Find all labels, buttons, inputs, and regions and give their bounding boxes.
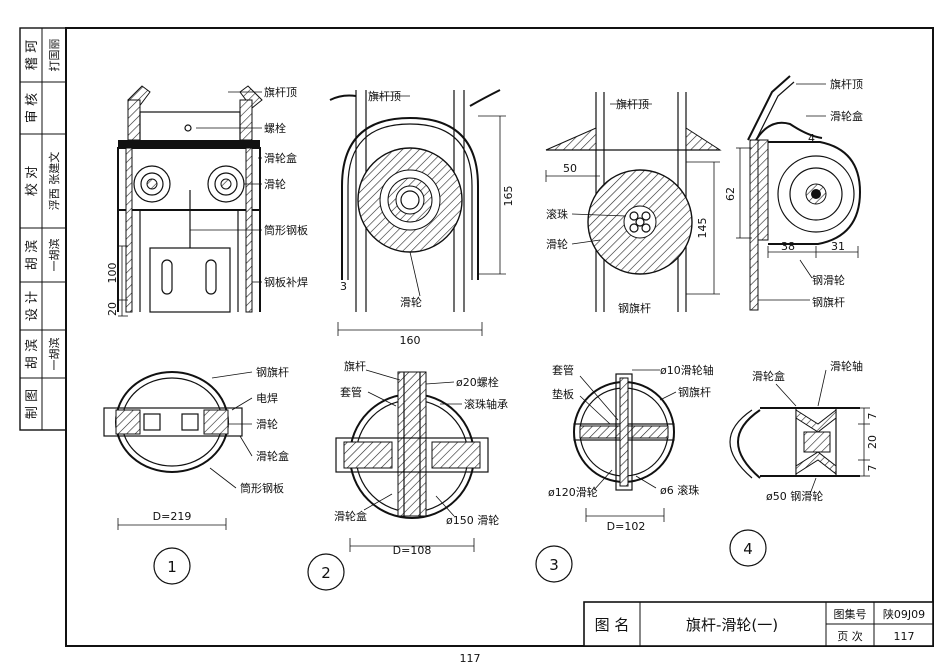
s4-dim20: 20 bbox=[866, 435, 879, 449]
side-panel: 稽 珂 打国丽 审 核 校 对 浮西 张建文 胡 滨 一胡滨 设 计 胡 滨 一… bbox=[19, 27, 67, 431]
detail-1-elevation: 100 20 旗杆顶 螺栓 滑轮盒 滑轮 筒形钢板 钢板补焊 bbox=[106, 85, 308, 317]
footer-page-number: 117 bbox=[460, 652, 481, 665]
detail-2-elevation: 165 160 3 旗杆顶 滑轮 bbox=[329, 89, 515, 347]
d4-steel-pulley-label: 钢滑轮 bbox=[812, 273, 845, 287]
d3-ball-label: 滚珠 bbox=[546, 207, 568, 221]
d1-bolt-label: 螺栓 bbox=[264, 121, 286, 135]
side-label-3: 胡 滨 bbox=[24, 240, 40, 270]
s2-sleeve-label: 套管 bbox=[340, 385, 362, 399]
s3-axle-label: ø10滑轮轴 bbox=[660, 363, 714, 377]
s4-dim7a: 7 bbox=[866, 413, 879, 420]
d1-box-label: 滑轮盒 bbox=[264, 151, 297, 165]
s2-pulley-label: ø150 滑轮 bbox=[446, 513, 499, 527]
d4-dim4: 4 bbox=[808, 132, 815, 145]
side-label-2: 校 对 bbox=[24, 166, 40, 196]
s1-box-label: 滑轮盒 bbox=[256, 449, 289, 463]
d3-pulley-label: 滑轮 bbox=[546, 237, 568, 251]
s2-number: 2 bbox=[321, 564, 331, 582]
side-label-6: 制 图 bbox=[25, 389, 40, 419]
d4-top-label: 旗杆顶 bbox=[830, 77, 863, 91]
s3-pole-label: 钢旗杆 bbox=[678, 385, 711, 399]
page-value: 117 bbox=[894, 630, 915, 643]
side-label-5: 胡 滨 bbox=[24, 339, 40, 369]
s2-bearing-label: 滚珠轴承 bbox=[464, 397, 508, 411]
s4-axle-label: 滑轮轴 bbox=[830, 359, 863, 373]
d1-dim20: 20 bbox=[106, 302, 119, 316]
side-label-1: 审 核 bbox=[25, 93, 40, 123]
detail-3-elevation: 50 145 旗杆顶 滚珠 滑轮 钢旗杆 bbox=[545, 92, 722, 315]
d2-dim3: 3 bbox=[340, 280, 347, 293]
s2-box-label: 滑轮盒 bbox=[334, 509, 367, 523]
atlas-label: 图集号 bbox=[834, 607, 867, 621]
s3-number: 3 bbox=[549, 556, 559, 574]
page-label: 页 次 bbox=[837, 629, 863, 643]
section-4: 7 20 7 滑轮盒 滑轮轴 ø50 钢滑轮 4 bbox=[729, 359, 879, 567]
s1-weld-label: 电焊 bbox=[256, 391, 278, 405]
side-label-4: 设 计 bbox=[25, 291, 40, 321]
section-2: D=108 旗杆 套管 ø20螺栓 滚珠轴承 滑轮盒 ø150 滑轮 2 bbox=[307, 359, 508, 591]
s2-pole-label: 旗杆 bbox=[344, 359, 366, 373]
s2-bolt-label: ø20螺栓 bbox=[456, 375, 499, 389]
s1-dim: D=219 bbox=[153, 510, 192, 523]
d3-pole-label: 钢旗杆 bbox=[618, 301, 651, 315]
s3-pad-label: 垫板 bbox=[552, 387, 574, 401]
s4-box-label: 滑轮盒 bbox=[752, 369, 785, 383]
s3-dim: D=102 bbox=[607, 520, 646, 533]
d1-weld-label: 钢板补焊 bbox=[264, 275, 308, 289]
d4-dim38: 38 bbox=[781, 240, 795, 253]
s3-ball-label: ø6 滚珠 bbox=[660, 483, 699, 497]
s4-number: 4 bbox=[743, 540, 753, 558]
d2-top-label: 旗杆顶 bbox=[368, 89, 401, 103]
d1-pulley-label: 滑轮 bbox=[264, 177, 286, 191]
side-label-0: 稽 珂 bbox=[25, 40, 40, 70]
detail-4-elevation: 62 38 31 4 旗杆顶 滑轮盒 钢滑轮 钢旗杆 bbox=[724, 75, 863, 311]
title-name: 旗杆-滑轮(一) bbox=[686, 616, 778, 634]
d3-dim145: 145 bbox=[696, 218, 709, 239]
s1-tube-label: 筒形钢板 bbox=[240, 481, 284, 495]
d2-pulley-label: 滑轮 bbox=[400, 295, 422, 309]
d4-box-label: 滑轮盒 bbox=[830, 109, 863, 123]
side-sign-0: 打国丽 bbox=[47, 39, 61, 72]
d1-tube-label: 筒形钢板 bbox=[264, 223, 308, 237]
section-1: D=219 钢旗杆 电焊 滑轮 滑轮盒 筒形钢板 1 bbox=[103, 365, 289, 585]
d1-dim100: 100 bbox=[106, 263, 119, 284]
s1-pulley-label: 滑轮 bbox=[256, 417, 278, 431]
d2-dim160: 160 bbox=[400, 334, 421, 347]
title-block: 图 名 旗杆-滑轮(一) 图集号 陕09J09 页 次 117 bbox=[583, 601, 934, 647]
drawing-frame bbox=[65, 27, 934, 647]
section-3: D=102 套管 垫板 ø10滑轮轴 钢旗杆 ø120滑轮 ø6 滚珠 3 bbox=[535, 363, 714, 583]
d4-pole-label: 钢旗杆 bbox=[812, 295, 845, 309]
d3-dim50: 50 bbox=[563, 162, 577, 175]
side-sign-5: 一胡滨 bbox=[47, 338, 61, 371]
d2-dim165: 165 bbox=[502, 186, 515, 207]
s1-number: 1 bbox=[167, 558, 177, 576]
d4-dim62: 62 bbox=[724, 187, 737, 201]
d3-top-label: 旗杆顶 bbox=[616, 97, 649, 111]
s3-pulley-label: ø120滑轮 bbox=[548, 485, 598, 499]
s1-pole-label: 钢旗杆 bbox=[256, 365, 289, 379]
d1-top-label: 旗杆顶 bbox=[264, 85, 297, 99]
d4-dim31: 31 bbox=[831, 240, 845, 253]
s3-sleeve-label: 套管 bbox=[552, 363, 574, 377]
s2-dim: D=108 bbox=[393, 544, 432, 557]
side-sign-2: 浮西 张建文 bbox=[47, 152, 61, 211]
s4-pulley-label: ø50 钢滑轮 bbox=[766, 489, 823, 503]
s4-dim7b: 7 bbox=[866, 465, 879, 472]
title-name-label: 图 名 bbox=[595, 616, 630, 634]
side-sign-3: 一胡滨 bbox=[47, 239, 61, 272]
atlas-value: 陕09J09 bbox=[883, 607, 925, 621]
